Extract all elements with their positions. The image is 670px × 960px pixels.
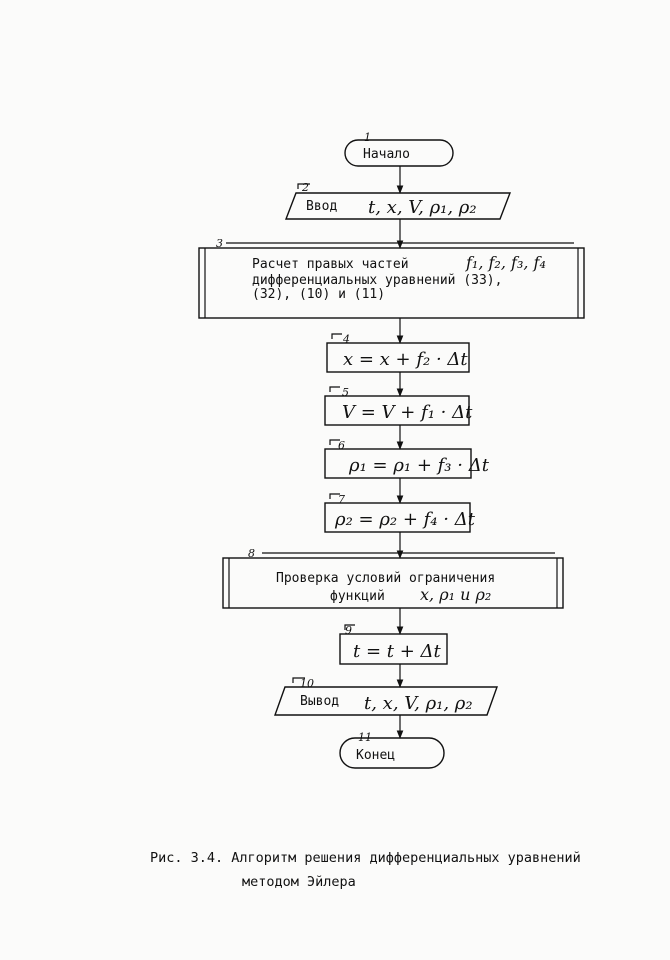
block-number-tick: [329, 439, 340, 445]
output-formula: t, x, V, ρ₁, ρ₂: [364, 693, 473, 714]
update-rho2-formula: ρ₂ = ρ₂ + f₄ · Δt: [334, 509, 476, 530]
block-number-tick: [329, 493, 340, 499]
output-label: Вывод: [300, 694, 339, 709]
block-update-rho2: 7 ρ₂ = ρ₂ + f₄ · Δt: [324, 493, 476, 533]
constraints-formula: x, ρ₁ и ρ₂: [420, 585, 491, 604]
block-output: 10 Вывод t, x, V, ρ₁, ρ₂: [274, 677, 498, 716]
block-number: 1: [364, 131, 371, 144]
block-number: 10: [300, 677, 314, 690]
process-shape: [324, 502, 471, 533]
block-check-constraints: 8 Проверка условий ограничения функций x…: [222, 547, 564, 609]
start-label: Начало: [363, 147, 410, 162]
process-shape: [339, 633, 448, 665]
block-number: 6: [338, 439, 345, 452]
block-number-tick: [297, 183, 310, 189]
constraints-text-line2: функций: [330, 589, 385, 604]
process-formula: f₁, f₂, f₃, f₄: [465, 253, 546, 272]
block-update-v: 5 V = V + f₁ · Δt: [324, 386, 473, 426]
figure-caption: Рис. 3.4. Алгоритм решения дифференциаль…: [150, 846, 650, 894]
process-shape: [198, 247, 585, 319]
block-update-t: 9 t = t + Δt: [339, 624, 448, 665]
terminator-start-shape: [344, 139, 454, 167]
output-parallelogram-shape: [274, 686, 498, 716]
block-number: 5: [342, 386, 349, 399]
block-number-tick: [292, 677, 305, 683]
block-start: 1 Начало: [344, 131, 454, 167]
caption-line2: методом Эйлера: [242, 874, 356, 890]
block-update-x: 4 x = x + f₂ · Δt: [326, 333, 470, 373]
input-label: Ввод: [306, 199, 337, 214]
block-number: 4: [342, 333, 350, 346]
block-number-tick: [331, 333, 342, 339]
block-compute-rhs: 3 Расчет правых частей f₁, f₂, f₃, f₄ ди…: [198, 237, 585, 319]
block-number: 11: [358, 731, 372, 744]
process-shape: [324, 448, 472, 479]
update-v-formula: V = V + f₁ · Δt: [342, 402, 473, 423]
block-number: 7: [338, 493, 345, 506]
caption-line1: Рис. 3.4. Алгоритм решения дифференциаль…: [150, 850, 581, 866]
terminator-end-shape: [339, 737, 445, 769]
block-number: 2: [301, 181, 309, 194]
process-shape: [222, 557, 564, 609]
update-t-formula: t = t + Δt: [353, 641, 442, 662]
update-x-formula: x = x + f₂ · Δt: [343, 349, 468, 370]
block-number: 8: [248, 547, 255, 560]
constraints-text-line1: Проверка условий ограничения: [276, 571, 495, 586]
block-end: 11 Конец: [339, 731, 445, 769]
block-input: 2 Ввод t, x, V, ρ₁, ρ₂: [284, 181, 512, 220]
process-text-line2: дифференциальных уравнений (33),: [252, 273, 502, 288]
process-shape: [324, 395, 470, 426]
block-number: 3: [216, 237, 223, 250]
input-formula: t, x, V, ρ₁, ρ₂: [368, 197, 477, 218]
process-text-line1: Расчет правых частей: [252, 257, 409, 272]
process-text-line3: (32), (10) и (11): [252, 287, 385, 302]
block-number-tick: [344, 624, 355, 630]
block-update-rho1: 6 ρ₁ = ρ₁ + f₃ · Δt: [324, 439, 490, 479]
process-shape: [326, 342, 470, 373]
block-number-tick: [329, 386, 340, 392]
update-rho1-formula: ρ₁ = ρ₁ + f₃ · Δt: [348, 455, 490, 476]
input-parallelogram-shape: [284, 192, 512, 220]
block-number: 9: [345, 624, 352, 637]
end-label: Конец: [356, 748, 395, 763]
